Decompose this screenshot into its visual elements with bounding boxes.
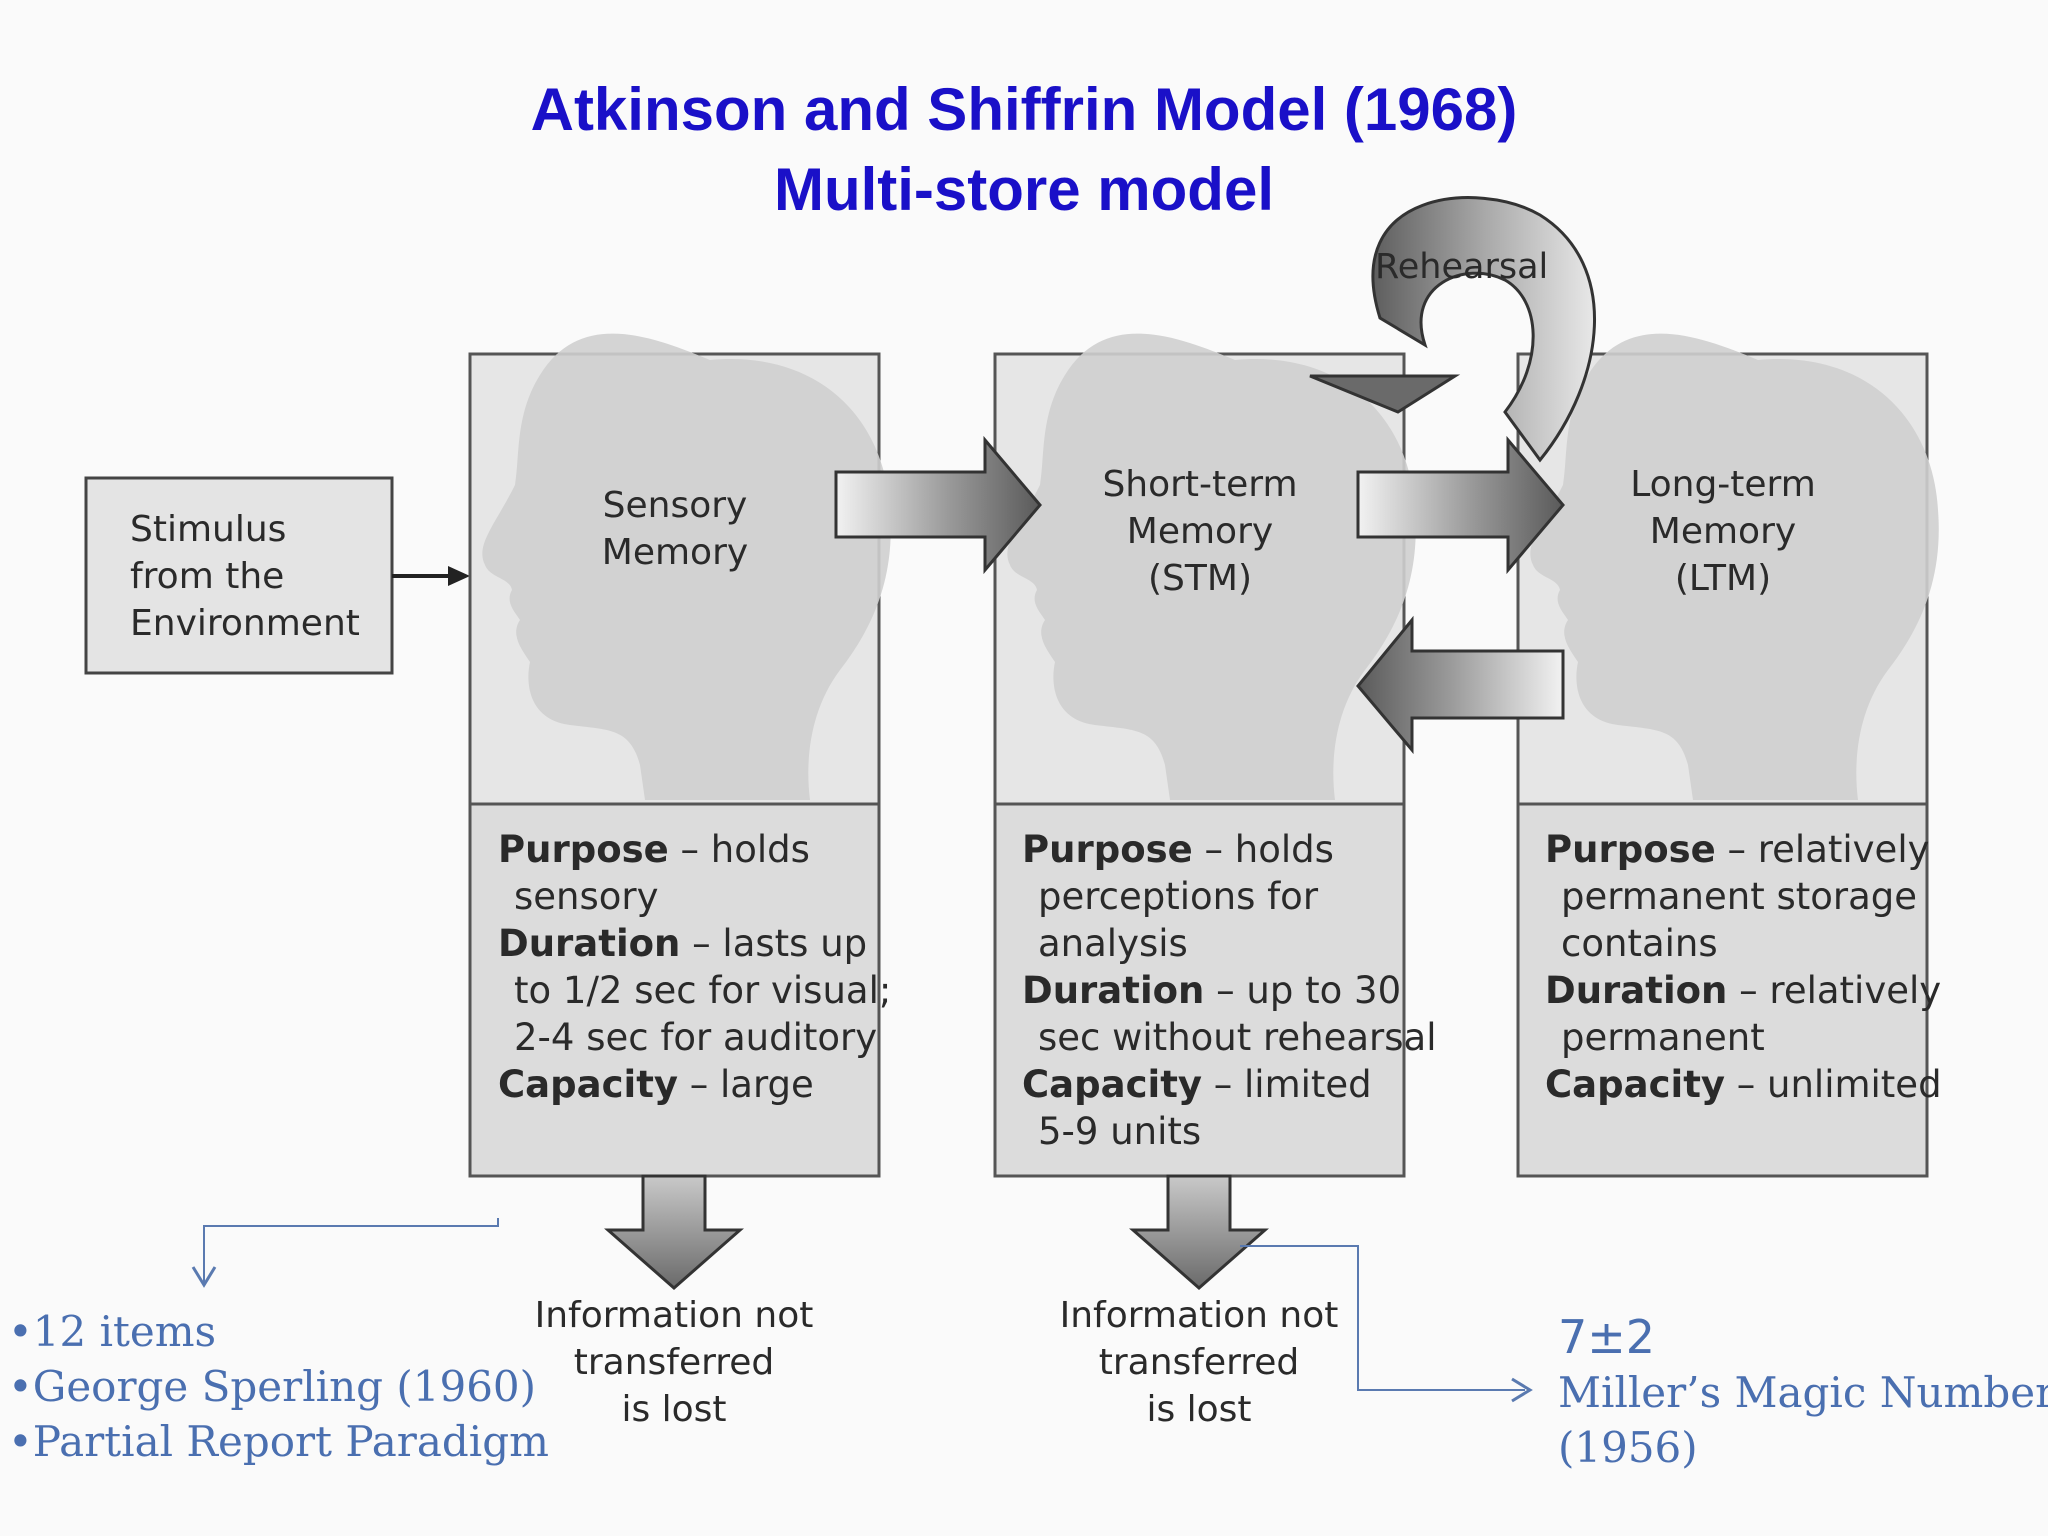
purpose-label: Purpose	[1545, 828, 1716, 871]
arrow-right-icon	[448, 566, 470, 586]
ltm-label: Long-term Memory (LTM)	[1578, 461, 1868, 602]
duration-label: Duration	[498, 922, 681, 965]
purpose-text: perceptions for	[1038, 875, 1319, 918]
rehearsal-loop-icon	[1309, 196, 1596, 463]
purpose-text: permanent storage	[1561, 875, 1918, 918]
note-item: (1956)	[1558, 1423, 1698, 1472]
capacity-text: 5-9 units	[1038, 1110, 1202, 1153]
purpose-text: – holds	[668, 828, 810, 871]
miller-annotation-line	[1240, 1245, 1533, 1403]
arrow-down-icon	[604, 1174, 744, 1290]
stimulus-box	[84, 476, 394, 675]
store-name-line: Long-term	[1630, 464, 1816, 505]
sensory-lost-label: Information not transferred is lost	[514, 1292, 834, 1433]
capacity-label: Capacity	[498, 1063, 678, 1106]
note-item: Miller’s Magic Number	[1558, 1368, 2048, 1417]
duration-text: – lasts up	[680, 922, 868, 965]
purpose-text: contains	[1561, 922, 1718, 965]
ltm-details-panel: Purpose – relatively permanent storage c…	[1545, 826, 1942, 1108]
store-name-line: Memory	[1126, 511, 1274, 552]
store-name-line: Memory	[1649, 511, 1797, 552]
store-name-line: Sensory	[602, 485, 748, 526]
capacity-text: – large	[678, 1063, 814, 1106]
miller-notes: 7±2 Miller’s Magic Number (1956)	[1558, 1310, 2048, 1475]
purpose-text: analysis	[1038, 922, 1188, 965]
store-name-line: (STM)	[1148, 558, 1252, 599]
store-name-line: Memory	[601, 532, 749, 573]
note-item: •12 items	[8, 1307, 217, 1356]
page-title: Atkinson and Shiffrin Model (1968)	[530, 76, 1518, 143]
capacity-text: – limited	[1202, 1063, 1372, 1106]
lost-line: transferred	[573, 1342, 775, 1383]
duration-text: – relatively	[1727, 969, 1942, 1012]
duration-text: – up to 30	[1204, 969, 1402, 1012]
arrow-left-icon	[1356, 615, 1565, 755]
duration-text: 2-4 sec for auditory	[514, 1016, 878, 1059]
rehearsal-label: Rehearsal	[1375, 247, 1549, 287]
sensory-memory-label: Sensory Memory	[530, 482, 820, 576]
lost-line: transferred	[1098, 1342, 1300, 1383]
page-subtitle: Multi-store model	[773, 156, 1274, 223]
duration-text: permanent	[1561, 1016, 1765, 1059]
capacity-label: Capacity	[1022, 1063, 1202, 1106]
duration-text: sec without rehearsal	[1038, 1016, 1437, 1059]
store-name-line: (LTM)	[1674, 558, 1772, 599]
arrow-right-icon	[834, 435, 1042, 575]
magic-number: 7±2	[1558, 1310, 1656, 1364]
purpose-label: Purpose	[498, 828, 669, 871]
sensory-details-panel: Purpose – holds sensory Duration – lasts…	[498, 826, 891, 1108]
capacity-label: Capacity	[1545, 1063, 1725, 1106]
sperling-annotation-line	[191, 1218, 499, 1288]
duration-label: Duration	[1022, 969, 1205, 1012]
stm-details-panel: Purpose – holds perceptions for analysis…	[1022, 826, 1437, 1155]
stimulus-label: Stimulus from the Environment	[130, 506, 360, 647]
purpose-label: Purpose	[1022, 828, 1193, 871]
sperling-notes: •12 items •George Sperling (1960) •Parti…	[8, 1304, 549, 1469]
purpose-text: sensory	[514, 875, 659, 918]
stimulus-line: from the	[130, 556, 285, 597]
lost-line: is lost	[1146, 1389, 1252, 1430]
arrow-down-icon	[1129, 1174, 1269, 1290]
lost-line: Information not	[534, 1295, 814, 1336]
lost-line: Information not	[1059, 1295, 1339, 1336]
stm-lost-label: Information not transferred is lost	[1039, 1292, 1359, 1433]
stimulus-line: Environment	[130, 603, 360, 644]
capacity-text: – unlimited	[1725, 1063, 1942, 1106]
stm-label: Short-term Memory (STM)	[1055, 461, 1345, 602]
store-name-line: Short-term	[1102, 464, 1298, 505]
lost-line: is lost	[621, 1389, 727, 1430]
arrow-right-icon	[1356, 435, 1565, 575]
purpose-text: – holds	[1192, 828, 1334, 871]
note-item: •George Sperling (1960)	[8, 1362, 537, 1411]
stimulus-line: Stimulus	[130, 509, 287, 550]
purpose-text: – relatively	[1715, 828, 1930, 871]
note-item: •Partial Report Paradigm	[8, 1417, 549, 1466]
duration-text: to 1/2 sec for visual;	[514, 969, 892, 1012]
duration-label: Duration	[1545, 969, 1728, 1012]
